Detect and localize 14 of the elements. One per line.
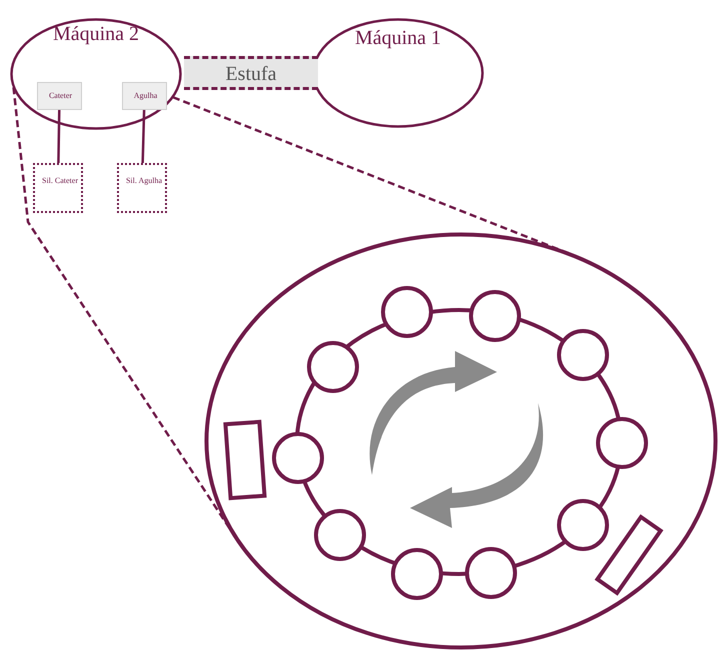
needle-box xyxy=(122,82,167,110)
oven-band xyxy=(184,56,318,90)
node-label: Sil. Cateter xyxy=(41,177,79,186)
machine-title: Máquina 1 xyxy=(354,28,442,49)
connector-line xyxy=(57,110,61,164)
silo-box xyxy=(33,163,83,213)
node-label: Sil. Agulha xyxy=(124,177,163,186)
connector-line xyxy=(141,110,146,164)
machine-title: Máquina 2 xyxy=(52,24,140,45)
node-label: Agulha xyxy=(132,92,158,100)
oven-label: Estufa xyxy=(224,64,278,85)
node-label: Cateter xyxy=(48,92,74,100)
catheter-box xyxy=(37,82,82,110)
silo-box xyxy=(117,163,167,213)
